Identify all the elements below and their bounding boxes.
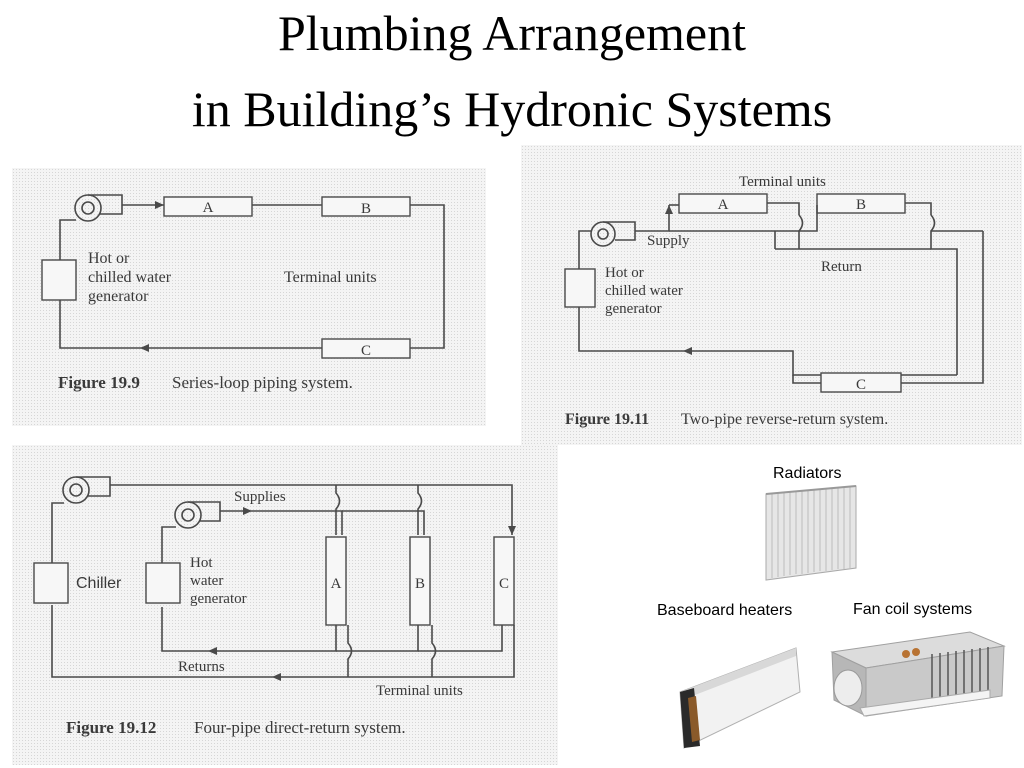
- fig11-generator-line3: generator: [605, 301, 662, 317]
- fig11-generator-line2: chilled water: [605, 283, 683, 299]
- water-generator: [41, 259, 77, 301]
- terminal-unit-b: [321, 196, 411, 217]
- figure-19-12: Supplies Chiller Hot water generator A B…: [12, 445, 558, 765]
- fig12-caption-number: Figure 19.12: [66, 718, 156, 737]
- fig12-label-a: A: [331, 576, 342, 592]
- title-line-1: Plumbing Arrangement: [278, 5, 746, 61]
- fig9-generator-line2: chilled water: [88, 269, 172, 286]
- slide-title: Plumbing Arrangement in Building’s Hydro…: [0, 0, 1024, 140]
- baseboard-heaters-label: Baseboard heaters: [657, 602, 793, 619]
- figure-19-11: Terminal units A B C Supply Return Hot o…: [521, 145, 1022, 445]
- figure-19-9: A B C Hot or chilled water generator Ter…: [12, 168, 486, 426]
- terminal-unit-b: [409, 536, 431, 626]
- four-pipe-diagram: Supplies Chiller Hot water generator A B…: [33, 476, 516, 737]
- fan-coil-image: [830, 631, 1006, 717]
- baseboard-heater-image: [679, 647, 801, 749]
- fig11-caption-text: Two-pipe reverse-return system.: [681, 411, 888, 428]
- fig9-terminal-units: Terminal units: [284, 269, 377, 286]
- fig11-supply: Supply: [647, 233, 690, 249]
- terminal-unit-c: [493, 536, 515, 626]
- fan-coil-systems-label: Fan coil systems: [853, 601, 973, 618]
- reverse-return-diagram: Terminal units A B C Supply Return Hot o…: [564, 174, 984, 428]
- fig11-label-a: A: [718, 197, 729, 213]
- heater-pump-icon: [174, 501, 221, 529]
- fig9-generator-line3: generator: [88, 288, 149, 305]
- fig12-generator-line3: generator: [190, 591, 247, 607]
- water-generator: [564, 268, 596, 308]
- chiller-pump-icon: [62, 476, 111, 504]
- fig12-supplies: Supplies: [234, 489, 286, 505]
- fig11-terminal-units: Terminal units: [739, 174, 826, 190]
- fig11-caption-number: Figure 19.11: [565, 411, 649, 428]
- radiators-label: Radiators: [773, 465, 842, 482]
- fig12-returns: Returns: [178, 659, 225, 675]
- fig12-generator-line1: Hot: [190, 555, 213, 571]
- water-generator: [145, 562, 181, 604]
- fig9-label-a: A: [203, 200, 214, 216]
- fig9-caption-text: Series-loop piping system.: [172, 373, 353, 392]
- fig12-generator-line2: water: [190, 573, 223, 589]
- pump-icon: [590, 221, 636, 247]
- fig9-label-b: B: [361, 201, 371, 217]
- series-loop-diagram: A B C Hot or chilled water generator Ter…: [41, 194, 445, 392]
- fig12-label-c: C: [499, 576, 509, 592]
- fig9-generator-line1: Hot or: [88, 250, 130, 267]
- terminal-unit-a: [163, 196, 253, 217]
- fig12-caption-text: Four-pipe direct-return system.: [194, 718, 406, 737]
- fig12-label-b: B: [415, 576, 425, 592]
- fig9-caption-number: Figure 19.9: [58, 373, 140, 392]
- radiator-image: [765, 485, 857, 581]
- fig12-chiller: Chiller: [76, 575, 122, 592]
- fig9-label-c: C: [361, 343, 371, 359]
- fig11-generator-line1: Hot or: [605, 265, 644, 281]
- title-line-2: in Building’s Hydronic Systems: [191, 81, 833, 137]
- fig11-label-b: B: [856, 197, 866, 213]
- fig11-return: Return: [821, 259, 862, 275]
- chiller-unit: [33, 562, 69, 604]
- fig12-terminal-units: Terminal units: [376, 683, 463, 699]
- pump-icon: [74, 194, 123, 222]
- fig11-label-c: C: [856, 377, 866, 393]
